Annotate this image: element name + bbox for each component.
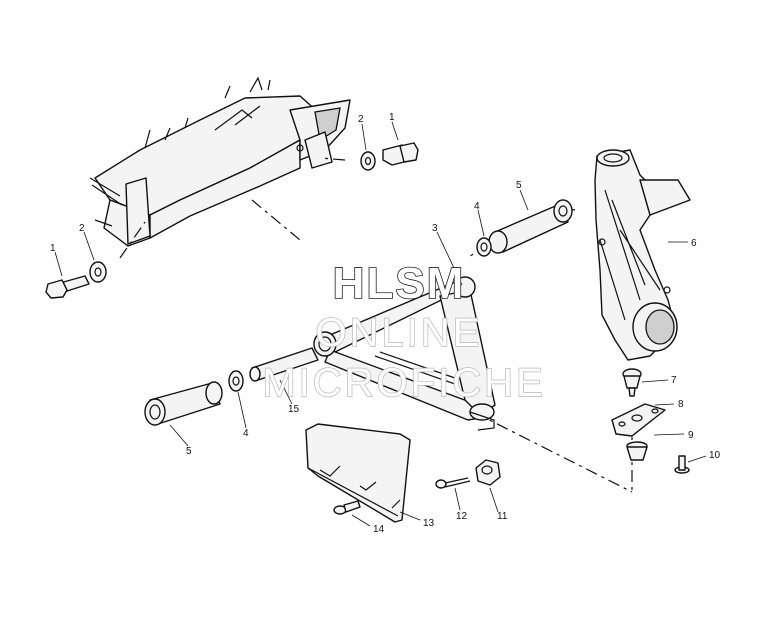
- bushing-lower: [144, 381, 223, 426]
- callout-9: 9: [688, 430, 694, 441]
- frame-rail: [89, 76, 351, 247]
- spindle-knuckle: [594, 149, 691, 361]
- callout-labels: 1 2 1 2 3 4 5 6 7 8 9 10 11 12 13 14 15 …: [50, 112, 721, 535]
- callout-13: 13: [423, 518, 435, 529]
- pivot-tube: [249, 347, 319, 382]
- washer-4-upper: [476, 237, 492, 257]
- ball-joint-stud: [622, 368, 642, 397]
- watermark-line-3: MICROFICHE: [262, 361, 545, 405]
- leader-lines: [54, 121, 707, 527]
- callout-2-lower: 2: [79, 223, 85, 234]
- callout-5-upper: 5: [516, 180, 522, 191]
- callout-4-upper: 4: [474, 201, 480, 212]
- washer-upper: [360, 151, 376, 171]
- washer-4-lower: [228, 370, 244, 392]
- bolt-lower: [45, 275, 90, 299]
- callout-3: 3: [432, 223, 438, 234]
- watermark-line-1: HLSM: [333, 259, 466, 308]
- bolt-upper: [382, 142, 419, 166]
- mounting-plate: [611, 403, 666, 437]
- callout-1-lower: 1: [50, 243, 56, 254]
- callout-5-lower: 5: [186, 446, 192, 457]
- castle-nut: [475, 459, 501, 486]
- callout-8: 8: [678, 399, 684, 410]
- callout-6: 6: [691, 238, 697, 249]
- dust-boot: [626, 441, 648, 461]
- callout-14: 14: [373, 524, 385, 535]
- washer-lower: [89, 261, 107, 283]
- callout-12: 12: [456, 511, 468, 522]
- bushing-upper: [488, 199, 573, 254]
- callout-11: 11: [497, 511, 508, 522]
- callout-7: 7: [671, 375, 677, 386]
- watermark: HLSM ONLINE MICROFICHE: [262, 258, 545, 406]
- a-arm: [313, 276, 496, 431]
- callout-4-lower: 4: [243, 428, 249, 439]
- callout-15: 15: [288, 404, 300, 415]
- guard-bolt: [333, 500, 361, 515]
- skid-guard: [305, 423, 411, 523]
- callout-10: 10: [709, 450, 721, 461]
- watermark-line-2: ONLINE: [316, 311, 483, 355]
- cotter-pin: [435, 477, 471, 489]
- callout-2-upper: 2: [358, 114, 364, 125]
- small-bolt: [674, 455, 690, 474]
- callout-1-upper: 1: [389, 112, 395, 123]
